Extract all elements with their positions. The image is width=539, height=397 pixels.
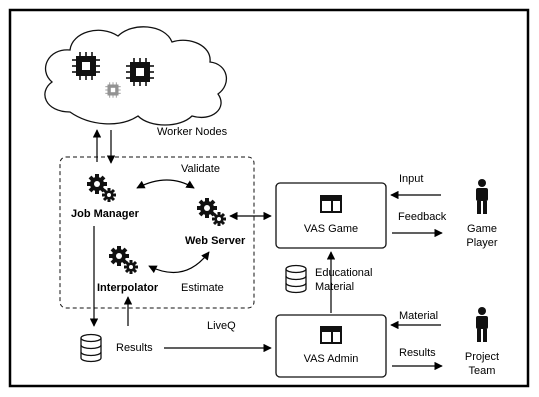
person-icon — [476, 307, 488, 342]
outer-frame — [8, 8, 530, 388]
feedback-label: Feedback — [398, 211, 447, 223]
gears-icon — [87, 174, 116, 202]
liveq-box — [59, 156, 255, 309]
job-manager-label: Job Manager — [71, 208, 140, 220]
vas-game-box — [275, 182, 387, 249]
educational-material-line1: Educational — [315, 267, 373, 279]
vas-game-label: VAS Game — [304, 223, 358, 235]
vas-admin-label: VAS Admin — [304, 353, 359, 365]
material-label: Material — [399, 310, 438, 322]
project-team-line2: Team — [469, 365, 496, 377]
cpu-chip-icon — [104, 81, 122, 99]
estimate-arrow — [148, 251, 210, 274]
cpu-chip-icon — [71, 51, 101, 81]
cpu-chip-icon — [125, 57, 155, 87]
app-window-icon — [320, 326, 342, 344]
educational-material-line2: Material — [315, 281, 354, 293]
worker-nodes-label: Worker Nodes — [157, 126, 228, 138]
results-out-label: Results — [399, 347, 436, 359]
gears-icon — [197, 198, 226, 226]
gears-icon — [109, 246, 138, 274]
liveq-label: LiveQ — [207, 320, 236, 332]
results-label: Results — [116, 342, 153, 354]
estimate-label: Estimate — [181, 282, 224, 294]
game-player-line1: Game — [467, 223, 497, 235]
app-window-icon — [320, 195, 342, 213]
input-label: Input — [399, 173, 423, 185]
person-icon — [476, 179, 488, 214]
project-team-line1: Project — [465, 351, 499, 363]
validate-label: Validate — [181, 163, 220, 175]
database-icon — [285, 264, 307, 294]
vas-admin-box — [275, 314, 387, 378]
validate-arrow — [136, 179, 195, 189]
game-player-line2: Player — [466, 237, 498, 249]
database-icon — [80, 333, 102, 363]
web-server-label: Web Server — [185, 235, 246, 247]
interpolator-label: Interpolator — [97, 282, 159, 294]
